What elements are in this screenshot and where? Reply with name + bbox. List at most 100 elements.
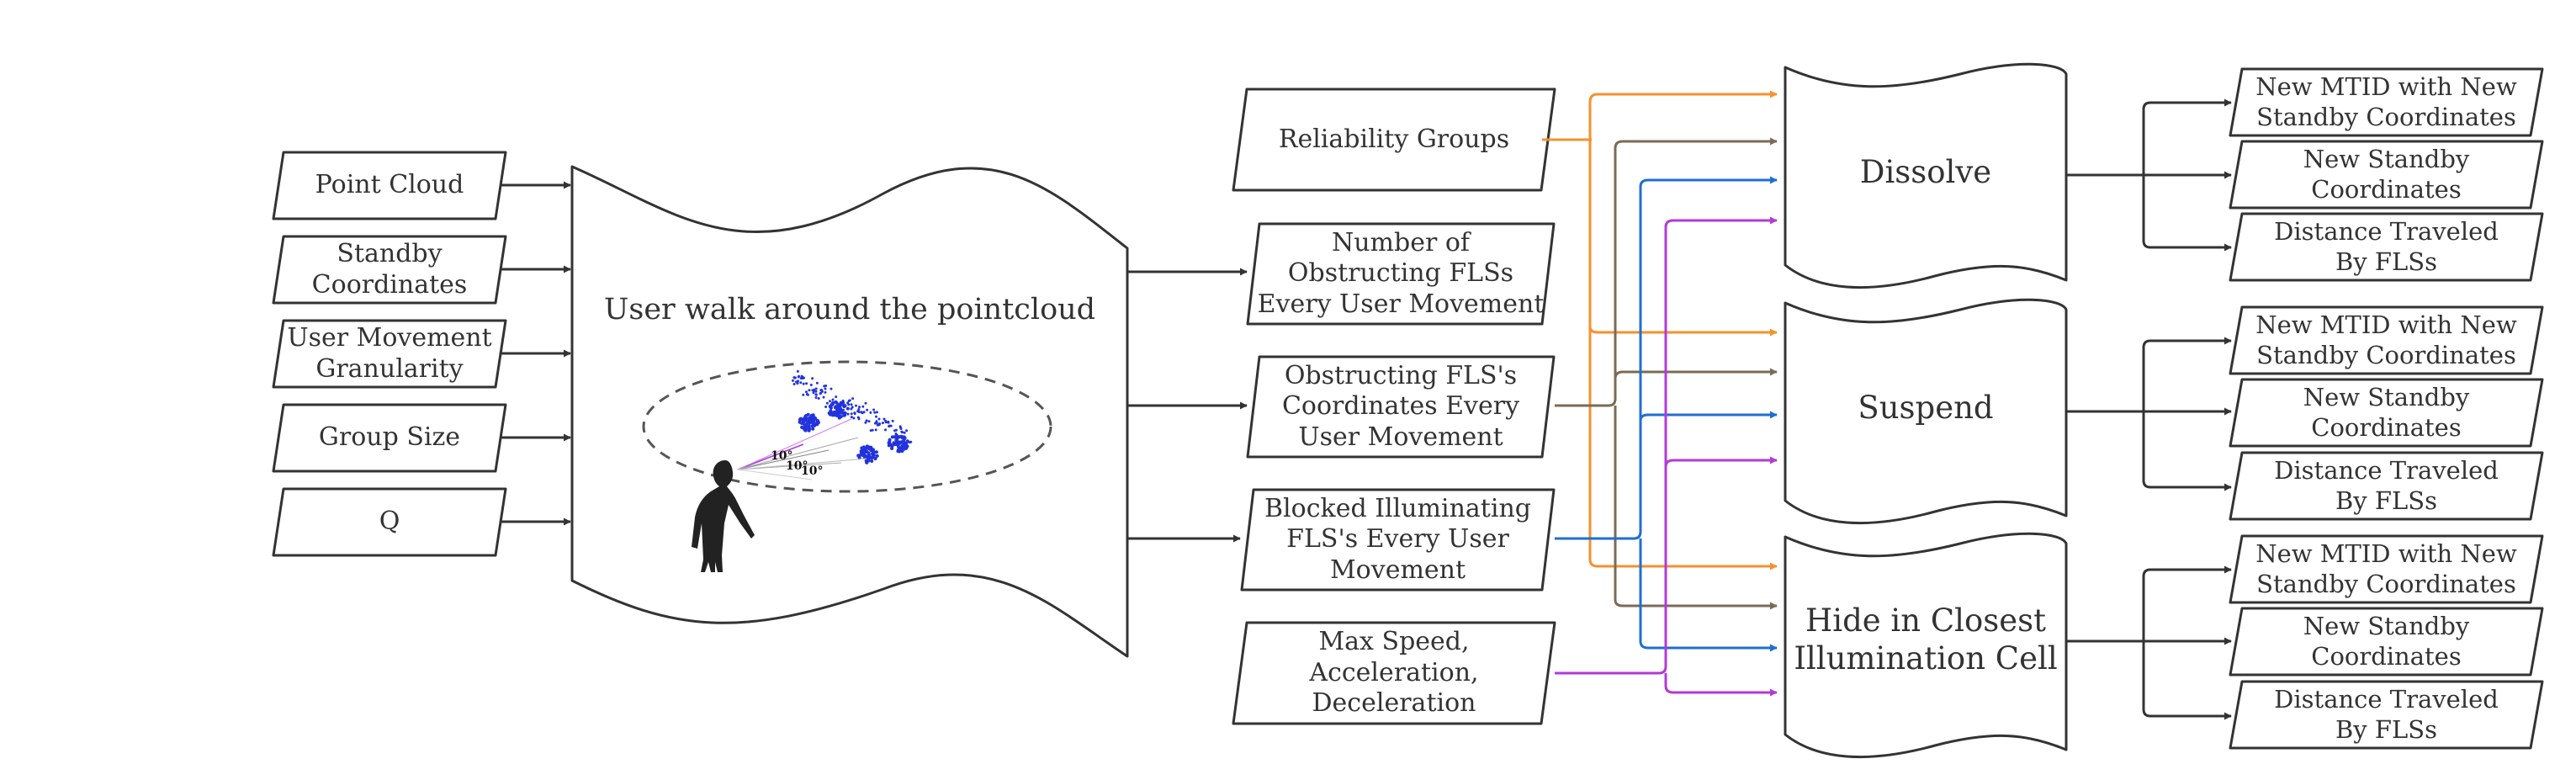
pointcloud-point [856,454,861,458]
max-speed-shape [1232,621,1556,725]
reliability-groups-shape [1232,88,1556,192]
pointcloud-point [802,426,806,430]
suspend-out-3 [2142,411,2232,491]
input-user-movement-granularity-shape [272,319,507,389]
pointcloud-point [807,424,811,428]
pointcloud-point [898,435,902,439]
pointcloud-point [831,398,835,401]
pointcloud-point [873,457,877,461]
pointcloud-point [792,379,794,382]
action-dissolve-shape [1784,62,2068,289]
brown-trunk [1555,137,1778,407]
hide-output-3-shape [2229,680,2544,750]
brown-spine [1614,406,1778,610]
pointcloud-point [812,391,815,395]
pointcloud-point [829,406,833,410]
pointcloud-point [811,414,815,418]
pointcloud-point [864,401,867,405]
pointcloud-point [875,415,877,418]
pointcloud-point [811,427,815,431]
pointcloud-point [861,405,865,408]
obstructing-coordinates-shape [1246,355,1556,459]
purple-to-suspend [1664,456,1778,468]
pointcloud-point [793,376,797,379]
pointcloud-point [825,401,829,405]
pointcloud-point [860,411,863,414]
blocked-illuminating-shape [1240,488,1556,592]
pointcloud-point [853,411,856,415]
orange-trunk [1542,90,1778,141]
pointcloud-point [802,419,805,422]
pointcloud-point [894,433,898,438]
pointcloud-point [891,419,894,422]
pointcloud-point [851,397,855,401]
pointcloud-point [815,422,819,427]
pointcloud-point [896,448,900,452]
pointcloud-point [810,420,814,424]
pointcloud-point [836,403,840,407]
pointcloud-point [824,387,827,390]
pointcloud-point [888,425,891,428]
pointcloud-point [881,422,884,425]
pointcloud-point [865,460,869,464]
blue-spine [1639,539,1778,652]
pointcloud-point [830,401,835,406]
pointcloud-point [827,411,831,415]
user-silhouette-icon [692,460,755,572]
pointcloud-point [855,404,857,407]
pointcloud-point [898,440,902,444]
pointcloud-point [802,393,805,396]
view-rays [737,418,867,480]
pointcloud-point [807,417,811,421]
pointcloud-point [894,438,898,442]
orange-to-suspend [1588,326,1778,337]
walk-path-ellipse [642,360,1052,493]
pointcloud-point [847,399,851,402]
hide-out-3 [2142,641,2232,720]
pointcloud-point [843,404,847,408]
angle-label-2: 10° [786,459,808,473]
pointcloud-point [883,417,886,421]
pointcloud-point [795,380,798,384]
pointcloud-point [799,381,803,385]
pointcloud-point [909,440,913,443]
pointcloud-point [814,393,818,396]
pointcloud-point [837,406,841,410]
pointcloud-point [815,381,819,385]
purple-trunk [1555,216,1778,675]
pointcloud-point [858,406,861,409]
pointcloud-point [874,428,877,432]
pointcloud-point [810,424,814,428]
pointcloud-point [814,390,818,393]
pointcloud-point [800,422,804,426]
suspend-output-2-shape [2229,378,2544,448]
pointcloud-point [871,453,875,457]
pointcloud-point [884,421,888,424]
pointcloud-point [905,439,909,443]
process-tape-shape [570,165,1129,658]
dissolve-out-1 [2142,98,2232,175]
pointcloud-point [814,387,818,390]
pointcloud-point [905,429,909,432]
suspend-output-1-shape [2229,305,2544,375]
input-q-shape [272,487,507,557]
pointcloud-point [901,431,904,434]
pointcloud-point [873,411,877,414]
dissolve-output-3-shape [2229,212,2544,282]
pointcloud-point [857,408,861,411]
user-walk-visualization [642,360,1052,572]
dissolve-output-2-shape [2229,140,2544,210]
pointcloud-point [894,428,898,432]
pointcloud-point [805,390,808,394]
pointcloud-point [875,454,879,458]
pointcloud-point [876,423,879,427]
pointcloud-point [900,449,904,454]
blue-to-suspend [1639,411,1778,422]
pointcloud-point [801,377,804,380]
pointcloud-point [839,401,843,405]
pointcloud-point [804,425,808,429]
pointcloud-point [813,388,816,391]
pointcloud-point [798,417,802,422]
pointcloud-point [876,411,878,414]
